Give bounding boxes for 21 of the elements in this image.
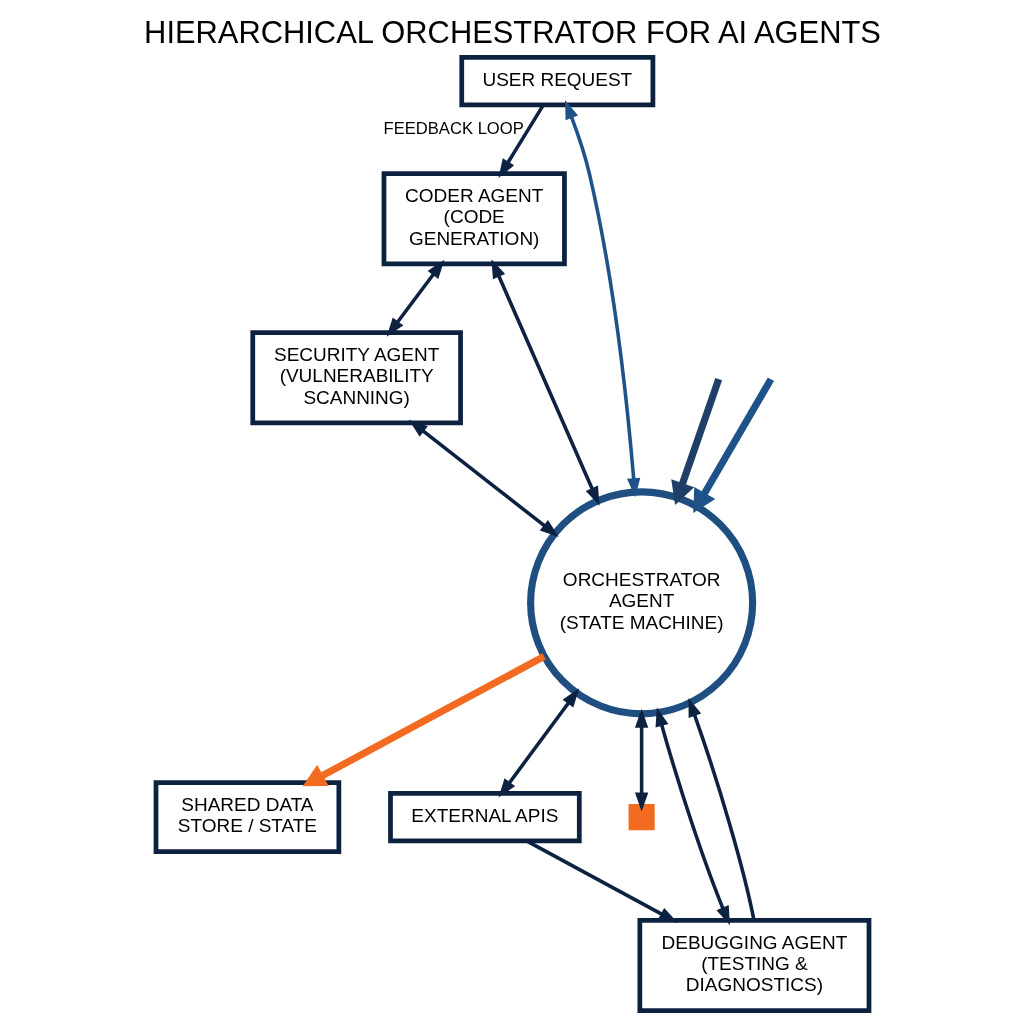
arrow [655,707,730,926]
arrow [498,688,579,798]
arrow [687,697,756,921]
arrow [692,377,774,513]
arrow [408,419,559,537]
arrow [302,653,546,787]
node-box: SECURITY AGENT (VULNERABILITY SCANNING) [249,330,463,426]
edge-label: FEEDBACK LOOP [382,119,524,139]
arrow [386,259,444,337]
node-box: DEBUGGING AGENT (TESTING & DIAGNOSTICS) [636,918,871,1014]
arrow [564,100,640,498]
arrow [634,708,648,812]
diagram-title: HIERARCHICAL ORCHESTRATOR FOR AI AGENTS [143,14,881,50]
arrow [497,103,545,179]
arrow [670,378,722,505]
arrow [490,259,600,506]
node-box: EXTERNAL APIS [387,791,582,844]
node-box [628,804,655,831]
node-box: USER REQUEST [458,54,655,108]
node-box: CODER AGENT (CODE GENERATION) [381,171,567,267]
node-box: SHARED DATA STORE / STATE [153,780,341,854]
